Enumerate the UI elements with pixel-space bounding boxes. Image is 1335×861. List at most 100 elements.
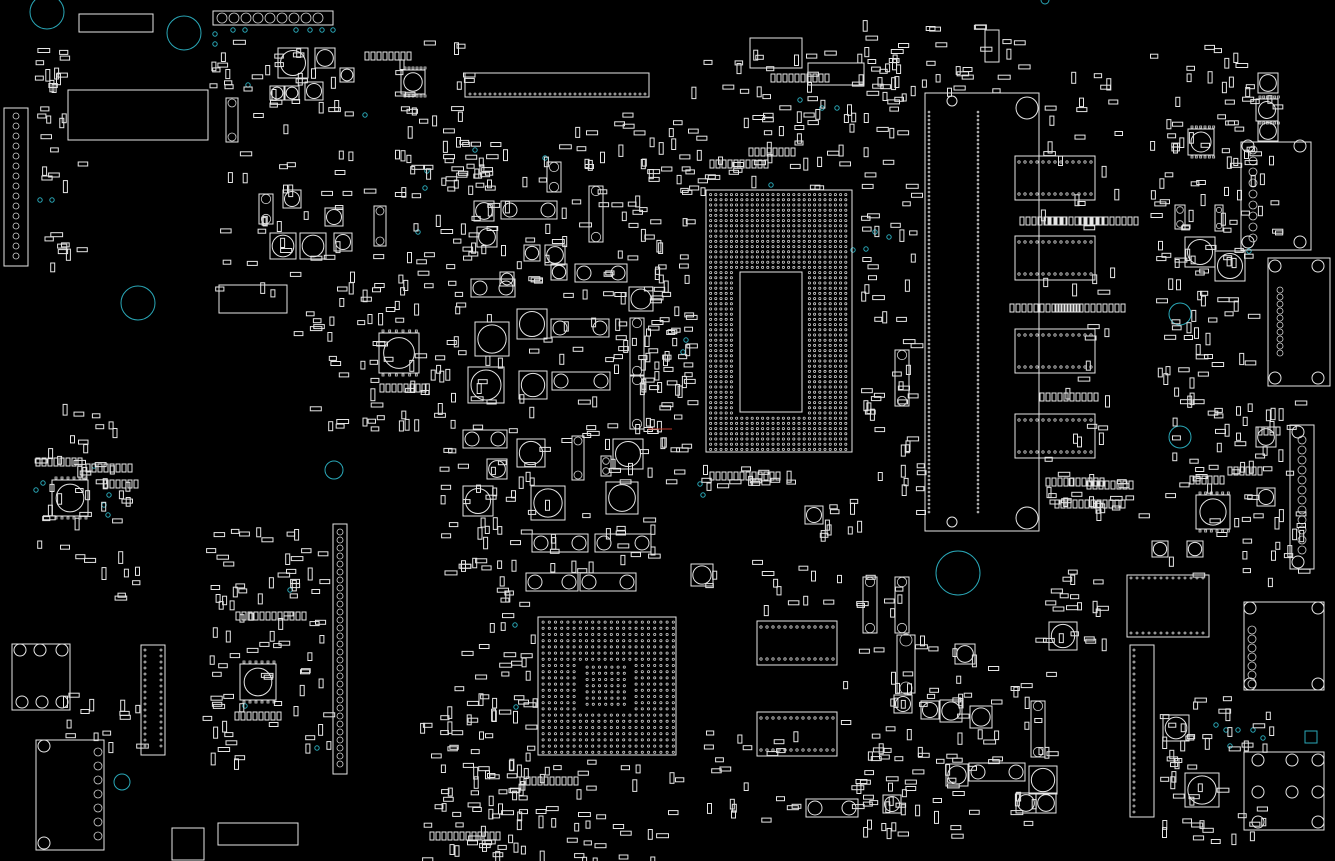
smd-passive [750, 480, 761, 486]
smd-passive [57, 493, 63, 505]
smd-passive [631, 337, 637, 346]
bga-ball [729, 328, 733, 332]
inductor-coil [1257, 428, 1275, 446]
bga-ball [792, 198, 796, 202]
resistor-array [800, 73, 806, 83]
chip-pad [1023, 192, 1027, 196]
smd-passive [518, 699, 529, 705]
bga-ball [818, 245, 822, 249]
bga-ball [709, 328, 713, 332]
smd-passive [719, 766, 732, 772]
chip-pad [783, 657, 787, 661]
bga-ball [761, 198, 765, 202]
smd-passive [677, 385, 683, 398]
smd-passive [1242, 96, 1255, 102]
bga-ball [724, 312, 728, 316]
bga-ball [844, 406, 848, 410]
smd-passive [849, 123, 855, 133]
smd-passive [902, 339, 916, 345]
slot-pin [927, 154, 931, 158]
bga-ball [647, 651, 651, 655]
bga-ball [813, 245, 817, 249]
connector-pin [1132, 744, 1136, 748]
capacitor-pad [1032, 746, 1044, 758]
smd-passive [586, 430, 600, 436]
bga-ball [745, 229, 749, 233]
bga-ball [572, 688, 576, 692]
chip-pad [759, 716, 763, 720]
bga-ball [671, 645, 675, 649]
smd-passive [879, 754, 890, 760]
resistor-array [1063, 303, 1069, 313]
inductor [969, 705, 993, 729]
bga-ball [797, 437, 801, 441]
slot-pin [927, 338, 931, 342]
smd-passive [807, 96, 818, 102]
smd-passive [348, 151, 354, 162]
smd-passive [1170, 762, 1179, 768]
bga-ball [541, 695, 545, 699]
smd-passive [850, 502, 855, 515]
resistor-array [35, 457, 41, 467]
chip-pad [1029, 450, 1033, 454]
bga-ball [797, 198, 801, 202]
chip-pad [1053, 333, 1057, 337]
slot-pin [927, 138, 931, 142]
bga-ball [640, 744, 644, 748]
bga-ball [844, 354, 848, 358]
resistor-array [1219, 475, 1225, 485]
smd-passive [872, 83, 884, 89]
resistor-array [1031, 216, 1037, 226]
bga-ball [714, 421, 718, 425]
bga-ball [839, 421, 843, 425]
bga-ball [792, 437, 796, 441]
smd-passive [897, 594, 903, 604]
smd-passive [420, 722, 426, 734]
bga-ball [585, 620, 589, 624]
smd-passive [1200, 290, 1209, 296]
bga-ball [554, 732, 558, 736]
smd-passive [916, 463, 925, 469]
connector-pin [1132, 648, 1136, 652]
bga-ball [659, 626, 663, 630]
bga-ball [598, 696, 602, 700]
bga-ball [572, 719, 576, 723]
inductor [518, 370, 548, 400]
bga-ball [761, 255, 765, 259]
chip-pad [1071, 333, 1075, 337]
bga-ball [560, 626, 564, 630]
smd-passive [512, 790, 518, 801]
chip-pad [1059, 192, 1063, 196]
smd-passive [668, 128, 674, 138]
bga-ball [755, 416, 759, 420]
smd-passive [890, 49, 904, 54]
bga-ball [761, 239, 765, 243]
bga-ball [591, 726, 595, 730]
smd-passive [905, 364, 911, 375]
resistor-array [1074, 216, 1080, 226]
bga-ball [709, 250, 713, 254]
ic-pin [401, 373, 405, 377]
bga-ball [610, 696, 614, 700]
bga-ball [719, 421, 723, 425]
connector-pin [538, 92, 542, 96]
chip-pad [1141, 631, 1145, 635]
smd-passive [656, 239, 662, 253]
ic-body [55, 483, 85, 513]
bga-ball [729, 447, 733, 451]
via [850, 247, 856, 253]
slot-pin [927, 394, 931, 398]
smd-passive [874, 225, 880, 238]
smd-passive [1013, 686, 1019, 698]
resistor-array [751, 471, 757, 481]
bga-ball [709, 333, 713, 337]
capacitor-pad [602, 457, 610, 465]
resistor-array [259, 611, 265, 621]
smd-passive [786, 805, 799, 811]
smd-passive [824, 519, 830, 531]
resistor-array [1096, 499, 1102, 509]
bga-ball [729, 239, 733, 243]
bga-ball [724, 245, 728, 249]
